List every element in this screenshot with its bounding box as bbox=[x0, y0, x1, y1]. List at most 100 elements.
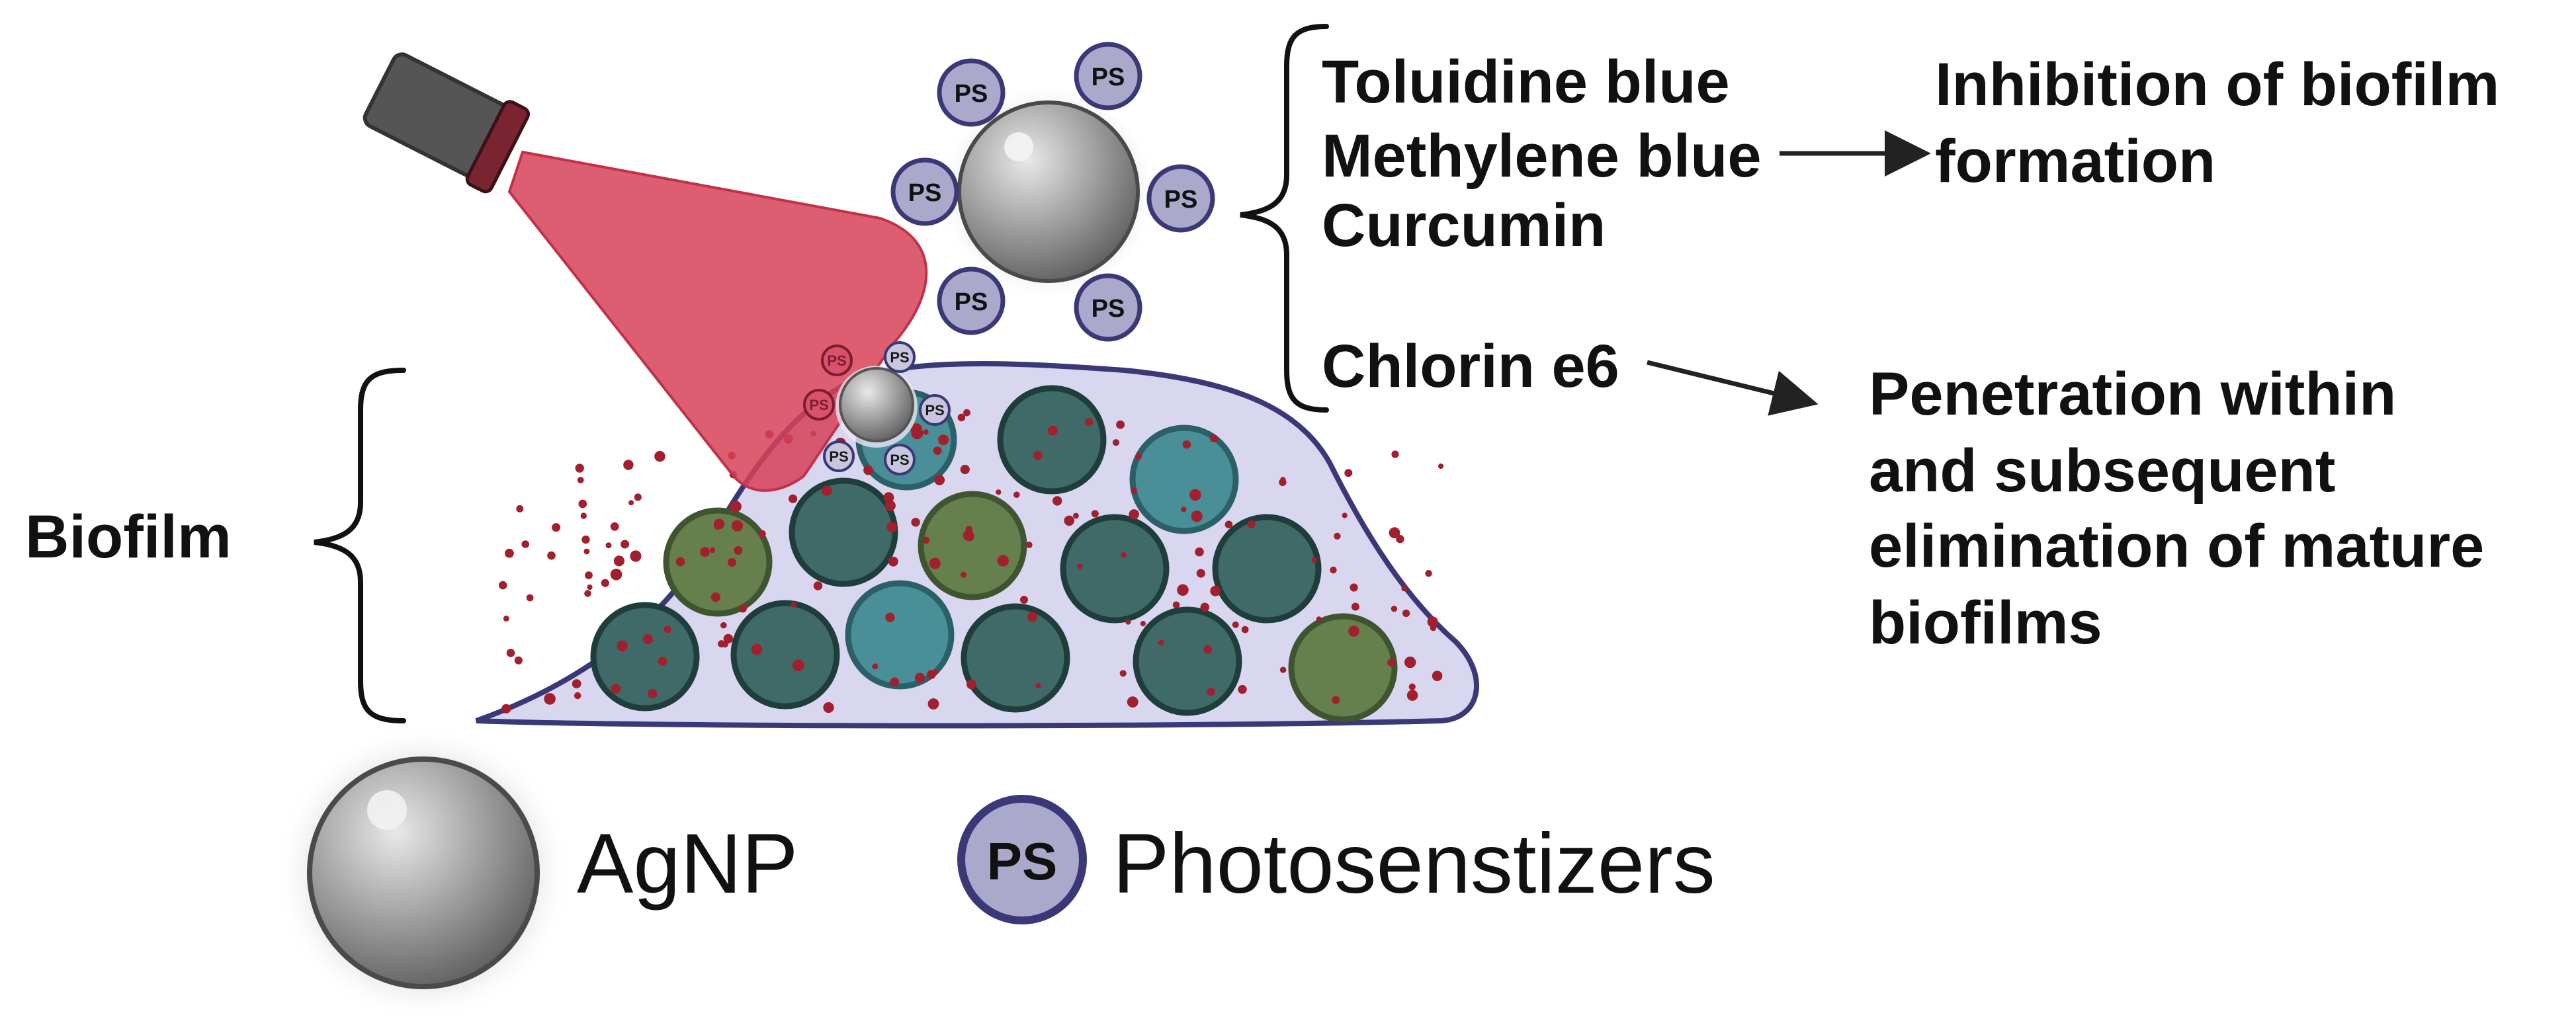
ros-dot bbox=[1181, 507, 1187, 512]
ros-dot bbox=[911, 518, 920, 527]
ps-molecule-icon bbox=[919, 394, 951, 426]
ros-dot bbox=[1391, 606, 1398, 612]
ros-dot bbox=[601, 579, 609, 587]
ros-dot bbox=[1344, 469, 1353, 477]
ros-dot bbox=[1196, 569, 1205, 578]
ros-dot bbox=[581, 535, 590, 544]
ros-dot bbox=[730, 501, 742, 512]
legend-ps-icon: PS bbox=[957, 795, 1087, 924]
ps-molecule-icon bbox=[884, 341, 916, 373]
ps-badge-label: PS bbox=[829, 448, 848, 465]
ros-dot bbox=[965, 532, 974, 542]
ros-dot bbox=[927, 698, 939, 710]
ros-dot bbox=[1064, 515, 1074, 526]
ros-dot bbox=[1112, 439, 1120, 446]
agnp-sphere-icon bbox=[957, 101, 1140, 283]
ros-dot bbox=[957, 413, 966, 422]
ros-dot bbox=[1389, 527, 1400, 539]
ros-dot bbox=[1191, 510, 1203, 522]
ros-dot bbox=[572, 679, 581, 688]
bacterial-cell bbox=[845, 580, 955, 690]
ros-dot bbox=[1158, 639, 1164, 646]
ros-dot bbox=[580, 512, 587, 519]
bacterial-cell bbox=[1133, 606, 1242, 716]
ros-dot bbox=[1432, 671, 1443, 681]
ros-dot bbox=[1073, 512, 1079, 519]
ros-dot bbox=[884, 500, 896, 511]
ros-dot bbox=[738, 604, 748, 613]
ros-dot bbox=[1247, 520, 1256, 528]
ros-dot bbox=[575, 464, 584, 473]
ros-dot bbox=[1279, 667, 1287, 673]
ros-dot bbox=[823, 702, 834, 713]
ros-dot bbox=[574, 692, 581, 700]
bacterial-cell bbox=[918, 491, 1027, 600]
ros-dot bbox=[1402, 609, 1410, 618]
agnp-sphere-icon bbox=[839, 367, 914, 442]
ros-dot bbox=[1210, 585, 1221, 596]
ps-agent-curcumin: Curcumin bbox=[1322, 192, 1606, 259]
ps-molecule-icon bbox=[821, 345, 853, 376]
ros-dot bbox=[714, 522, 722, 530]
bacterial-cell bbox=[961, 603, 1070, 713]
ros-dot bbox=[1408, 683, 1416, 690]
ros-dot bbox=[1330, 566, 1337, 574]
ros-dot bbox=[605, 542, 612, 549]
bacterial-cell bbox=[1212, 514, 1322, 624]
ros-dot bbox=[1027, 612, 1037, 622]
ros-dot bbox=[503, 615, 509, 622]
agnp-ps-complex-large: PS PS PS PS PS PS bbox=[890, 42, 1215, 342]
ros-dot bbox=[1401, 585, 1407, 592]
ps-molecule-icon bbox=[884, 444, 916, 475]
ros-dot bbox=[506, 649, 515, 657]
ros-dot bbox=[583, 548, 590, 555]
ros-dot bbox=[997, 555, 1009, 567]
ros-dot bbox=[1129, 509, 1139, 520]
ros-dot bbox=[1047, 425, 1058, 436]
ros-dot bbox=[720, 622, 727, 629]
ros-dot bbox=[890, 677, 900, 687]
ps-badge-label: PS bbox=[890, 452, 909, 468]
ros-dot bbox=[996, 489, 1002, 495]
ros-dot bbox=[923, 429, 929, 435]
ros-dot bbox=[789, 494, 798, 503]
ros-dot bbox=[934, 475, 945, 485]
ros-dot bbox=[965, 526, 972, 533]
ros-dot bbox=[516, 505, 524, 512]
ros-dot bbox=[1334, 532, 1341, 540]
ros-dot bbox=[751, 643, 763, 655]
ros-dot bbox=[966, 679, 976, 690]
ros-dot bbox=[1232, 621, 1239, 628]
ros-dot bbox=[1195, 547, 1204, 557]
ps-molecule-icon bbox=[823, 440, 855, 472]
ros-dot bbox=[628, 500, 634, 506]
ros-dot bbox=[1035, 682, 1041, 689]
ros-dot bbox=[888, 556, 898, 567]
ros-dot bbox=[938, 434, 949, 446]
ros-dot bbox=[1316, 616, 1322, 622]
ros-dot bbox=[883, 492, 894, 503]
ros-dot bbox=[1172, 601, 1180, 609]
ros-dot bbox=[1200, 602, 1210, 612]
ros-dot bbox=[1077, 563, 1083, 569]
ros-dot bbox=[1203, 645, 1213, 654]
ros-dot bbox=[584, 590, 591, 597]
outcome-inhibition-line-1: Inhibition of biofilm bbox=[1935, 51, 2500, 118]
ros-dot bbox=[933, 446, 942, 455]
ros-dot bbox=[1131, 487, 1137, 494]
ros-dot bbox=[654, 450, 665, 462]
ros-dot bbox=[1332, 696, 1340, 704]
ros-dot bbox=[1210, 434, 1219, 442]
ps-badge-label: PS bbox=[987, 832, 1058, 891]
ros-dot bbox=[709, 547, 716, 553]
ros-dot bbox=[758, 530, 766, 538]
ros-dot bbox=[1404, 656, 1416, 669]
ros-dot bbox=[1430, 624, 1437, 631]
ros-dot bbox=[501, 704, 511, 713]
ps-molecule-icon bbox=[803, 389, 835, 421]
ps-badge-label: PS bbox=[1092, 63, 1125, 91]
ros-dot bbox=[822, 485, 832, 496]
ros-dot bbox=[963, 409, 970, 417]
legend-agnp-icon bbox=[275, 724, 572, 1017]
